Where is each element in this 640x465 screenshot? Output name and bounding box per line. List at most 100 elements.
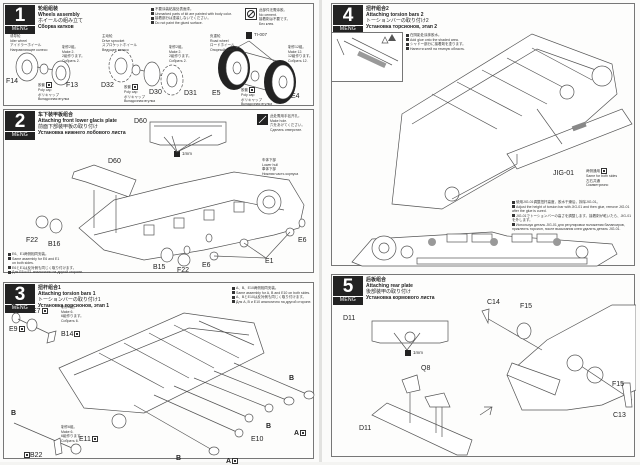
part-label: Q8 xyxy=(421,365,431,372)
caption-line: Вкладочная втулка xyxy=(124,99,156,103)
no-cement-note: 此部件无需涂胶。 No cement. 接着剤は不要です。 Без клея. xyxy=(259,8,290,26)
note-line: Make hole. xyxy=(270,118,288,123)
note-line: No cement. xyxy=(259,12,277,17)
caption-line: Road wheel xyxy=(210,38,229,43)
step-4-panel: 4 MENG 扭杆组合2 Attaching torsion bars 2 トー… xyxy=(331,3,635,267)
step-badge: 5 MENG xyxy=(333,276,363,305)
part-label: D30 xyxy=(149,89,162,96)
jig-part-label: JIG-01 xyxy=(553,170,575,177)
caption-line: Направляющее колесо xyxy=(10,47,48,52)
no-cement-icon xyxy=(601,168,607,174)
same-assembly-note: A、B、E10两侧相同安装。 Same assembly for A, B an… xyxy=(232,286,311,304)
part-label: E10 xyxy=(251,436,264,443)
caption-line: 胶套 xyxy=(241,87,248,92)
note-line: A、BとE10は反対側も同じく取り付けます。 xyxy=(236,295,307,299)
caption-line: Poly cap xyxy=(38,88,52,92)
caption-line: Собрать 6. xyxy=(61,438,79,443)
note-line: 接着剤は不要です。 xyxy=(259,17,291,21)
part-label: F14 xyxy=(6,78,19,85)
caption-line: Опорный каток xyxy=(210,47,235,52)
caption-line: Собрать 2. xyxy=(62,58,80,63)
caption-line: Make 2. xyxy=(62,49,75,54)
no-cement-icon xyxy=(232,458,239,465)
caption-line: Вкладочная втулка xyxy=(241,102,273,106)
note-line: Сделать отверстие. xyxy=(270,127,303,132)
make-note: 制作2组。 Make 2. 2組作ります。 Собрать 2. xyxy=(62,45,85,63)
note-line: 在阴影处涂抹胶水。 xyxy=(410,33,442,37)
part-label: E6 xyxy=(202,262,211,269)
make-note: 制作2组。 Make 2. 2組作ります。 Собрать 2. xyxy=(169,45,192,63)
idler-wheel-drawing xyxy=(15,52,71,86)
note-line: 使用JIG-01调整扭杆高度，胶水干燥后，拆除JIG-01。 xyxy=(516,200,601,204)
jig-label: JIG-01 xyxy=(553,170,574,177)
title-jp: 後部装甲の取り付け xyxy=(366,289,412,295)
step-5-panel: 5 MENG 后板组合 Attaching rear plate 後部装甲の取り… xyxy=(331,274,636,457)
part-label: F13 xyxy=(66,82,79,89)
caption-line: ポリキャップ xyxy=(124,94,145,99)
step-title: 后板组合 Attaching rear plate 後部装甲の取り付け Уста… xyxy=(366,277,435,301)
no-cement-icon xyxy=(41,308,48,315)
part-label: E9 xyxy=(9,326,18,333)
sprocket-drawing xyxy=(108,49,184,96)
part-label: E1 xyxy=(265,258,274,265)
polycap-caption: 胶套 Poly cap ポリキャップ Вкладочная втулка xyxy=(241,87,272,107)
title-en: Attaching front lower glacis plate xyxy=(38,118,117,124)
make-note: 制作6组。 Make 6. 6組作ります。 Собрать 6. xyxy=(61,425,84,443)
polycap-caption: 胶套 Poly cap ポリキャップ Вкладочная втулка xyxy=(124,84,155,104)
title-jp: 前面下部装甲板の取り付け xyxy=(38,124,99,130)
part-label: F22 xyxy=(177,267,190,274)
no-cement-icon xyxy=(245,8,257,20)
page-gutter xyxy=(319,0,322,462)
sub-assembly-b-label: B xyxy=(176,455,182,462)
caption-line: Make 12. xyxy=(288,49,303,54)
brand-logo: MENG xyxy=(333,296,363,304)
caption-line: Ведущее колесо xyxy=(102,47,129,52)
make-note: 制作12组。 Make 12. 12組作ります。 Собрать 12. xyxy=(288,45,313,63)
brand-logo: MENG xyxy=(5,131,35,139)
drill-size-icon xyxy=(405,350,411,356)
note-line: 此处需用手钻开孔。 xyxy=(270,114,302,118)
same-assembly-note: E6、E1两侧相同安装。 Same assembly for E6 and E1… xyxy=(8,252,83,275)
step-title: 轮组组装 Wheels assembly ホイールの組み立て Сборка ка… xyxy=(38,6,83,30)
no-cement-icon xyxy=(24,452,30,459)
part-label: F15 xyxy=(520,303,533,310)
step-1-panel: 1 MENG 轮组组装 Wheels assembly ホイールの組み立て Сб… xyxy=(3,3,314,106)
caption-line: Poly cap xyxy=(124,90,138,94)
drill-size-icon xyxy=(174,151,180,157)
caption-line: 主动轮 xyxy=(102,34,113,38)
caption-line: スプロケットホイール xyxy=(102,43,137,47)
warning-icon xyxy=(388,34,396,41)
brand-logo: MENG xyxy=(5,25,35,33)
part-label: B16 xyxy=(48,241,61,248)
part-label: E5 xyxy=(212,90,221,97)
caption-line: 2組作ります。 xyxy=(62,54,85,58)
caption-line: 制作6组。 xyxy=(61,305,77,309)
part-label: E7 xyxy=(32,308,41,315)
inset-drawing xyxy=(336,36,399,69)
title-cn: 扭杆组合2 xyxy=(366,6,389,12)
caption-line: ポリキャップ xyxy=(38,92,59,97)
note-line: E6とE1は反対側も同じく取り付けます。 xyxy=(12,265,77,270)
sub-assembly-a-label: A xyxy=(11,301,17,308)
caption-line: Idler wheel xyxy=(10,38,27,43)
caption-line: Собрать 12. xyxy=(288,58,308,63)
caption-line: 制作2组。 xyxy=(62,45,78,49)
caption-line: ポリキャップ xyxy=(241,97,262,102)
part-label: D60 xyxy=(108,158,121,165)
part-label-e9: E9 xyxy=(9,326,25,333)
part-label: C14 xyxy=(487,299,500,306)
caption-line: 胶套 xyxy=(124,84,131,89)
part-label-e11: E11 xyxy=(79,436,98,443)
note-line: Без клея. xyxy=(259,21,275,26)
note-line: Same assembly for A, B and E10 on both s… xyxy=(236,290,311,295)
caption-line: 6組作ります。 xyxy=(61,314,84,318)
no-cement-icon xyxy=(300,430,307,437)
note-line: Add glue onto the shaded area. xyxy=(410,37,459,42)
sub-assembly-b-label: B xyxy=(266,423,272,430)
step-title: 扭杆组合1 Attaching torsion bars 1 トーションバーの取… xyxy=(38,285,109,309)
rear-plate-drawing xyxy=(371,304,636,456)
step-number: 5 xyxy=(342,276,354,297)
jig-note: 使用JIG-01调整扭杆高度，胶水干燥后，拆除JIG-01。 Adjust th… xyxy=(512,200,632,232)
caption-line: 制作6组。 xyxy=(61,425,77,429)
title-ru: Установка кормового листа xyxy=(366,295,435,301)
